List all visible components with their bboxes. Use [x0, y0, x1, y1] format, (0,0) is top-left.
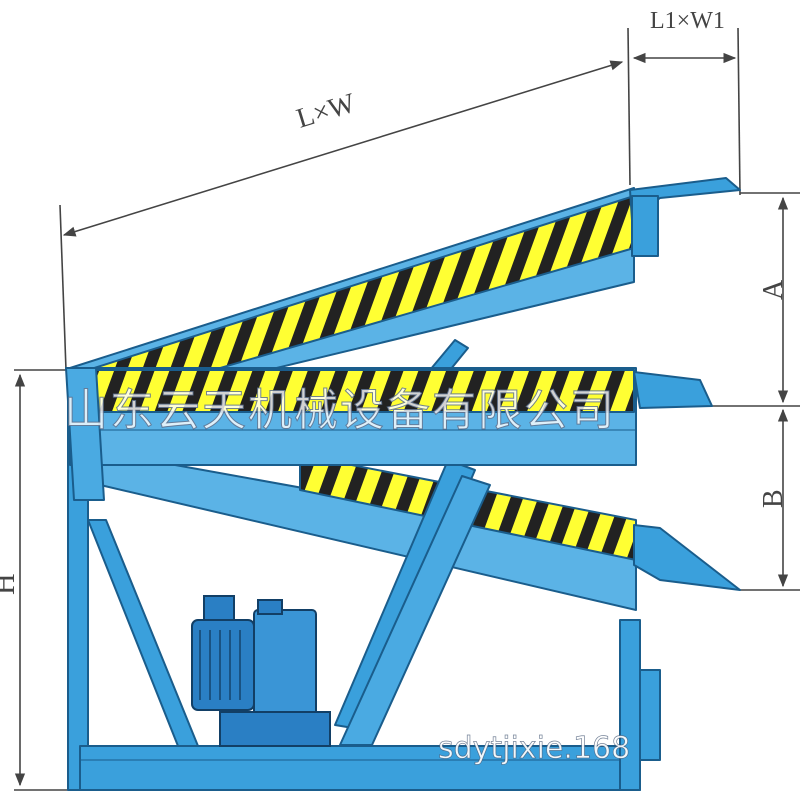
lower-deck-lip	[633, 524, 741, 591]
dim-label-lw: L×W	[293, 88, 359, 135]
hydraulic-power-unit	[191, 595, 331, 747]
dock-leveler-frame	[65, 177, 741, 791]
dim-label-b: B	[758, 489, 789, 508]
dim-label-a: A	[758, 279, 789, 300]
rear-brace	[87, 519, 199, 747]
motor-terminal-box	[203, 595, 235, 621]
dim-label-h: H	[0, 573, 21, 595]
level-deck-hazard	[79, 369, 635, 413]
raised-deck-hinge	[631, 195, 659, 257]
base-beam	[79, 745, 641, 791]
front-foot	[639, 669, 661, 761]
front-support-leg	[619, 619, 641, 791]
rear-hinge	[65, 367, 105, 501]
dimension-lines	[14, 27, 800, 791]
motor-housing	[191, 619, 255, 711]
dim-label-l1w1: L1×W1	[650, 8, 725, 34]
oil-tank	[253, 609, 317, 719]
level-deck-lip	[633, 371, 713, 409]
valve-block	[257, 599, 283, 615]
pump-base	[219, 711, 331, 747]
scissor-arm-front	[339, 475, 491, 746]
